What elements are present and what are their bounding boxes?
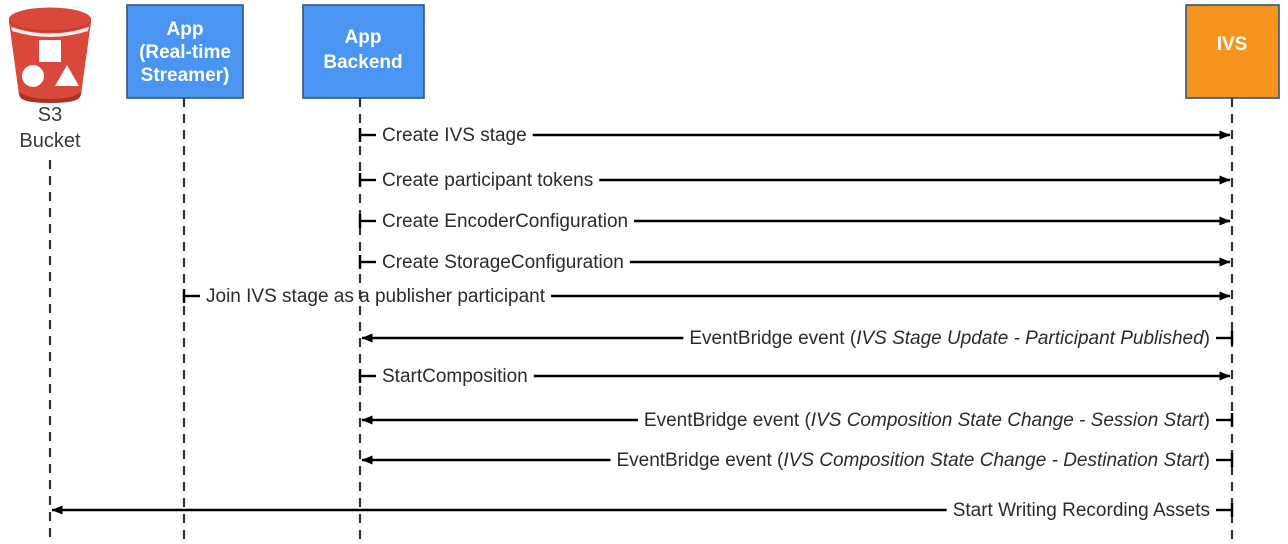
message-label-6: EventBridge event (IVS Stage Update - Pa… [689,328,1210,349]
message-label-8: EventBridge event (IVS Composition State… [644,410,1210,431]
actor-app-streamer-label-line1: App [167,19,204,40]
actor-ivs[interactable]: IVS [1185,4,1280,544]
s3-triangle-glyph [55,65,79,86]
s3-bucket-icon [9,7,91,103]
actor-app-streamer-label-line3: Streamer) [141,65,230,86]
message-label-5: Join IVS stage as a publisher participan… [206,286,546,307]
message-label-1: Create IVS stage [382,125,527,146]
message-label-2: Create participant tokens [382,170,593,191]
actor-ivs-label: IVS [1217,34,1248,55]
message-label-4: Create StorageConfiguration [382,252,624,273]
actor-s3-bucket: S3 Bucket [9,7,91,544]
actor-ivs-box[interactable] [1185,4,1280,99]
actor-s3-label-line2: Bucket [19,130,81,152]
actor-app-backend-label-line2: Backend [323,52,402,73]
actor-app-streamer[interactable]: App (Real-time Streamer) [126,4,244,544]
message-label-3: Create EncoderConfiguration [382,211,628,232]
actor-s3-label-line1: S3 [38,104,62,126]
actor-app-backend-box[interactable] [302,4,425,99]
actor-app-backend[interactable]: App Backend [302,4,425,544]
s3-square-glyph [39,40,61,62]
actor-app-streamer-label-line2: (Real-time [139,42,231,63]
message-label-10: Start Writing Recording Assets [953,500,1210,521]
s3-circle-glyph [22,65,44,87]
actor-app-streamer-box[interactable] [126,4,244,99]
message-label-7: StartComposition [382,366,528,387]
actor-app-backend-label-line1: App [345,27,382,48]
message-label-9: EventBridge event (IVS Composition State… [616,450,1210,471]
